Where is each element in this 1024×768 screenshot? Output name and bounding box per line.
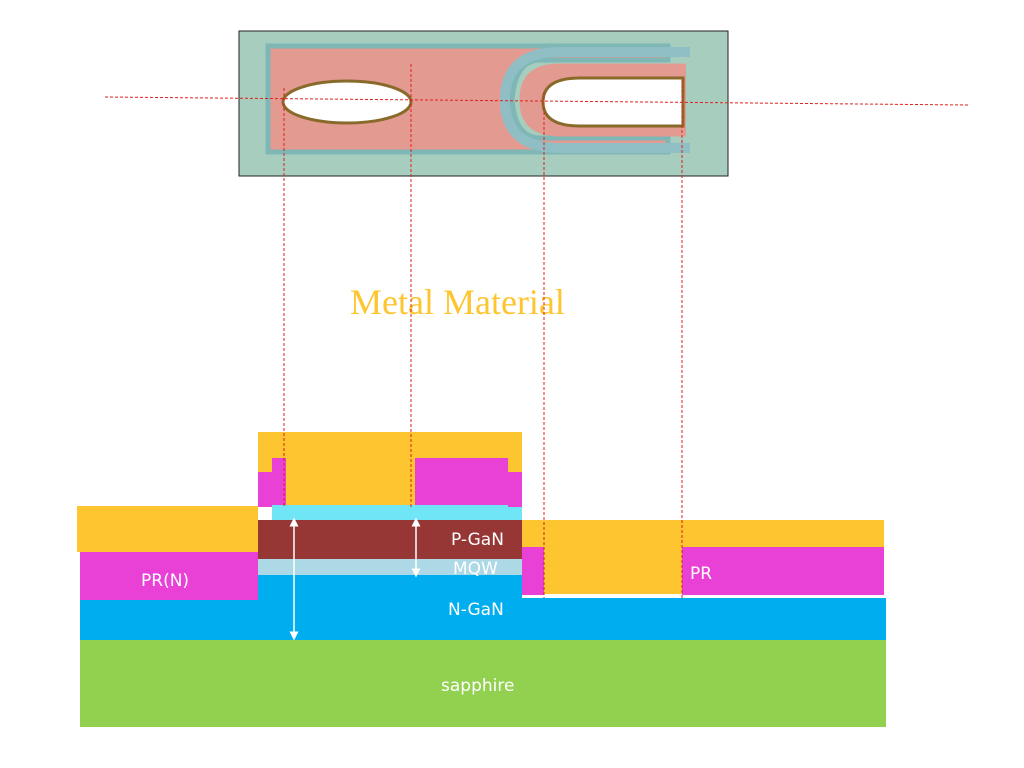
n-gan-mesa <box>258 575 522 605</box>
mesa-metal-left-tab <box>258 458 272 472</box>
mesa-metal-top <box>258 432 522 458</box>
horizontal-guide-line <box>104 96 969 106</box>
guide-lines <box>104 64 969 600</box>
mesa-metal-center <box>286 458 415 505</box>
left-metal-pad <box>77 506 258 552</box>
p-gan-layer <box>258 520 522 559</box>
pr-label: PR <box>690 564 713 584</box>
right-pr-small <box>522 547 544 595</box>
mesa-pr-left <box>258 472 272 507</box>
pr-block <box>682 547 884 595</box>
mesa-pr-right <box>508 472 522 507</box>
p-gan-label: P-GaN <box>451 530 504 550</box>
thickness-arrows <box>289 517 421 641</box>
sapphire-layer <box>80 639 886 727</box>
sapphire-label: sapphire <box>441 676 515 696</box>
pr-n-label: PR(N) <box>141 571 190 591</box>
right-metal-well <box>544 547 682 594</box>
mesa-pr-inner-left <box>272 458 286 505</box>
thin-cyan-layer <box>272 505 522 520</box>
n-gan-layer <box>80 598 886 640</box>
right-metal-strip <box>522 520 884 547</box>
mesa-pr-inner <box>415 458 508 505</box>
pr-n-block <box>80 552 258 600</box>
diagram-title: Metal Material <box>350 282 565 322</box>
mesa-metal-right-tab <box>508 458 522 472</box>
n-gan-label: N-GaN <box>448 600 504 620</box>
micrograph-photo <box>238 30 729 177</box>
mqw-layer <box>258 559 522 575</box>
mqw-label: MQW <box>453 559 498 579</box>
